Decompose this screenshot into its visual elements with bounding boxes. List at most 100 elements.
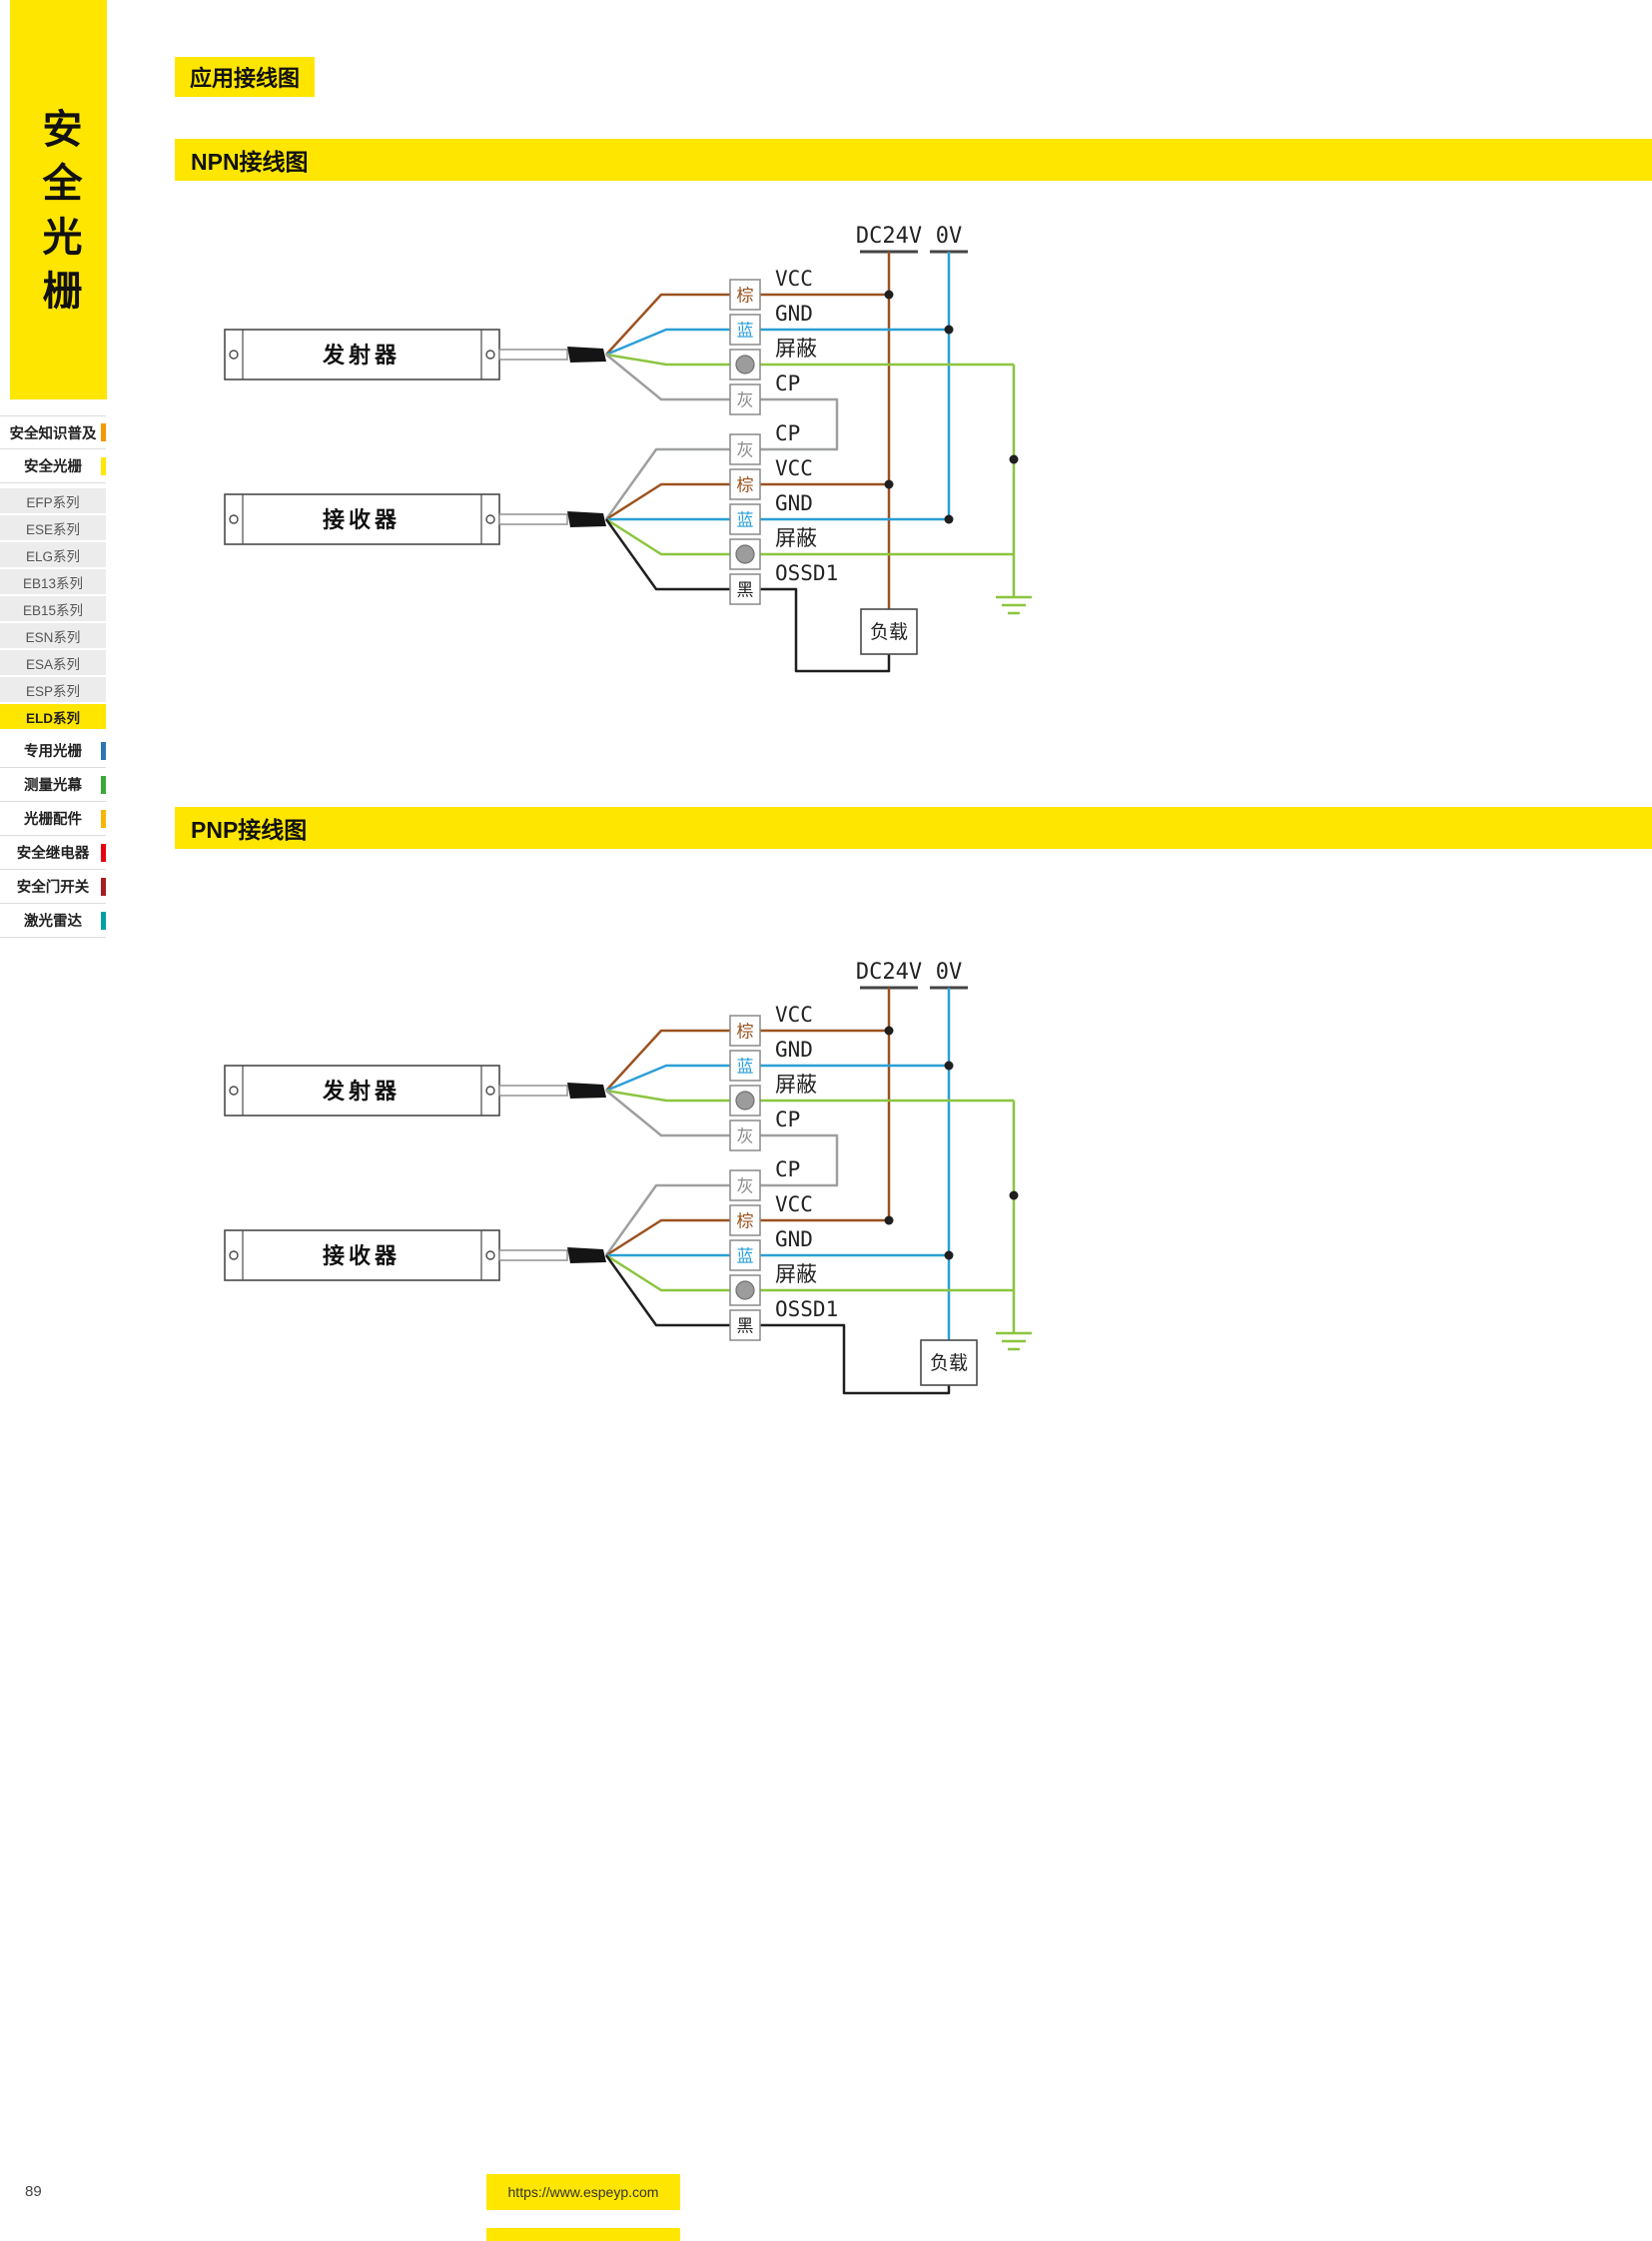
sidebar-item-efp[interactable]: EFP系列: [0, 488, 106, 513]
wire-color-box-blue: [729, 1239, 761, 1271]
power-rail-label: DC24V: [856, 224, 922, 249]
signal-label-vcc: VCC: [775, 267, 813, 291]
signal-label-cp: CP: [775, 1157, 800, 1181]
junction-dot: [884, 479, 894, 489]
footer-strip: [486, 2228, 680, 2241]
sidebar-brand-block: 安全光栅: [10, 0, 107, 399]
sidebar-item-nav-13[interactable]: 光栅配件: [0, 802, 106, 836]
sidebar-item-label: 安全继电器: [16, 846, 90, 862]
wire-shield-receiver: [605, 1253, 730, 1292]
sidebar-item-label: 光栅配件: [24, 812, 82, 828]
wire-color-label-gray: 灰: [737, 1177, 754, 1196]
sidebar-item-esp[interactable]: ESP系列: [0, 677, 106, 702]
shield-ring-icon: [735, 1091, 755, 1111]
sidebar-accent-bar: [101, 456, 106, 475]
sidebar-item-nav-11[interactable]: 专用光栅: [0, 734, 106, 768]
wire-color-label-brown: 棕: [737, 476, 754, 495]
wire-color-box-blue: [729, 314, 761, 346]
transmitter-connector: [567, 1083, 606, 1099]
shield-ring-icon: [735, 544, 755, 564]
receiver-body: [224, 1229, 500, 1281]
sidebar-accent-bar: [101, 775, 106, 794]
signal-label-shield: 屏蔽: [775, 338, 817, 361]
junction-dot: [944, 1061, 954, 1071]
junction-dot: [944, 1250, 954, 1260]
sidebar-item-label: 激光雷达: [24, 914, 82, 930]
sidebar-item-label: EB13系列: [22, 575, 84, 591]
signal-label-vcc: VCC: [775, 456, 813, 480]
wire-color-label-black: 黑: [737, 581, 754, 600]
sidebar-item-nav-1[interactable]: 安全光栅: [0, 449, 106, 483]
junction-dot: [884, 1215, 894, 1225]
sidebar-item-nav-0[interactable]: 安全知识普及: [0, 415, 106, 449]
footer-url-link[interactable]: https://www.espeyp.com: [486, 2174, 680, 2210]
wire-color-box-black: [729, 573, 761, 605]
wire-color-box-brown: [729, 1015, 761, 1047]
sidebar-item-label: 安全门开关: [16, 880, 90, 896]
section-header-npn: NPN接线图: [175, 139, 1652, 181]
sidebar-item-nav-14[interactable]: 安全继电器: [0, 836, 106, 870]
zero-rail-label: 0V: [936, 960, 963, 985]
wire-brown-transmitter: [605, 293, 730, 356]
sidebar-item-nav-12[interactable]: 测量光幕: [0, 768, 106, 802]
sidebar-item-label: ESN系列: [25, 629, 81, 645]
wire-color-label-gray: 灰: [737, 441, 754, 460]
sidebar-item-label: ESE系列: [25, 521, 80, 537]
junction-dot: [884, 1026, 894, 1036]
sidebar-item-label: 安全知识普及: [9, 425, 97, 442]
transmitter-label: 发射器: [322, 1079, 401, 1104]
sidebar-accent-bar: [101, 741, 106, 760]
section-title-pnp: PNP接线图: [191, 817, 308, 843]
load-box: [860, 608, 918, 655]
sidebar-item-eb15[interactable]: EB15系列: [0, 596, 106, 621]
signal-label-vcc: VCC: [775, 1003, 813, 1027]
sidebar-item-nav-15[interactable]: 安全门开关: [0, 870, 106, 904]
sidebar-item-nav-16[interactable]: 激光雷达: [0, 904, 106, 938]
wire-color-box-gray: [729, 433, 761, 465]
ossd1-line: [760, 1323, 951, 1395]
wire-color-label-black: 黑: [737, 1317, 754, 1336]
transmitter-connector: [567, 347, 606, 363]
receiver-screw-icon: [229, 1250, 239, 1260]
wire-gray-receiver: [604, 1183, 730, 1256]
sidebar-item-label: ESA系列: [25, 656, 80, 672]
wire-color-box-gray: [729, 1169, 761, 1201]
junction-dot: [1009, 1190, 1019, 1200]
wire-color-label-brown: 棕: [737, 1023, 754, 1042]
signal-label-shield: 屏蔽: [775, 527, 817, 550]
signal-label-gnd: GND: [775, 1227, 813, 1251]
signal-label-gnd: GND: [775, 1038, 813, 1062]
signal-label-cp: CP: [775, 372, 800, 395]
sidebar-item-esa[interactable]: ESA系列: [0, 650, 106, 675]
wire-gray-receiver: [604, 447, 730, 520]
signal-label-shield: 屏蔽: [775, 1263, 817, 1286]
sidebar-item-esn[interactable]: ESN系列: [0, 623, 106, 648]
junction-dot: [884, 290, 894, 300]
sidebar-item-label: ESP系列: [25, 683, 80, 699]
sidebar-item-ese[interactable]: ESE系列: [0, 515, 106, 540]
junction-dot: [944, 325, 954, 335]
page-number: 89: [25, 2183, 42, 2200]
wire-color-label-blue: 蓝: [737, 1058, 754, 1077]
signal-label-gnd: GND: [775, 491, 813, 515]
wire-shield-transmitter: [605, 1089, 730, 1103]
signal-label-ossd1: OSSD1: [775, 561, 838, 585]
signal-label-shield: 屏蔽: [775, 1074, 817, 1097]
receiver-label: 接收器: [323, 507, 401, 532]
sidebar-item-elg[interactable]: ELG系列: [0, 542, 106, 567]
wire-black-receiver: [604, 1254, 730, 1327]
sidebar-item-eb13[interactable]: EB13系列: [0, 569, 106, 594]
shield-ring-icon: [735, 1280, 755, 1300]
receiver-screw-icon: [485, 1250, 495, 1260]
wire-gray-transmitter: [605, 1090, 730, 1137]
sidebar-item-eld[interactable]: ELD系列: [0, 704, 106, 729]
shield-ring-icon: [735, 355, 755, 374]
sidebar-item-label: 专用光栅: [24, 744, 82, 760]
sidebar-menu: 安全知识普及安全光栅 EFP系列 ESE系列 ELG系列 EB13系列 EB15系列 ESN…: [0, 415, 106, 938]
wire-color-label-blue: 蓝: [737, 1247, 754, 1266]
page-title: 应用接线图: [175, 57, 316, 97]
sidebar-item-label: EFP系列: [26, 494, 80, 510]
wire-color-box-blue: [729, 1050, 761, 1082]
sidebar-accent-bar: [101, 809, 106, 828]
